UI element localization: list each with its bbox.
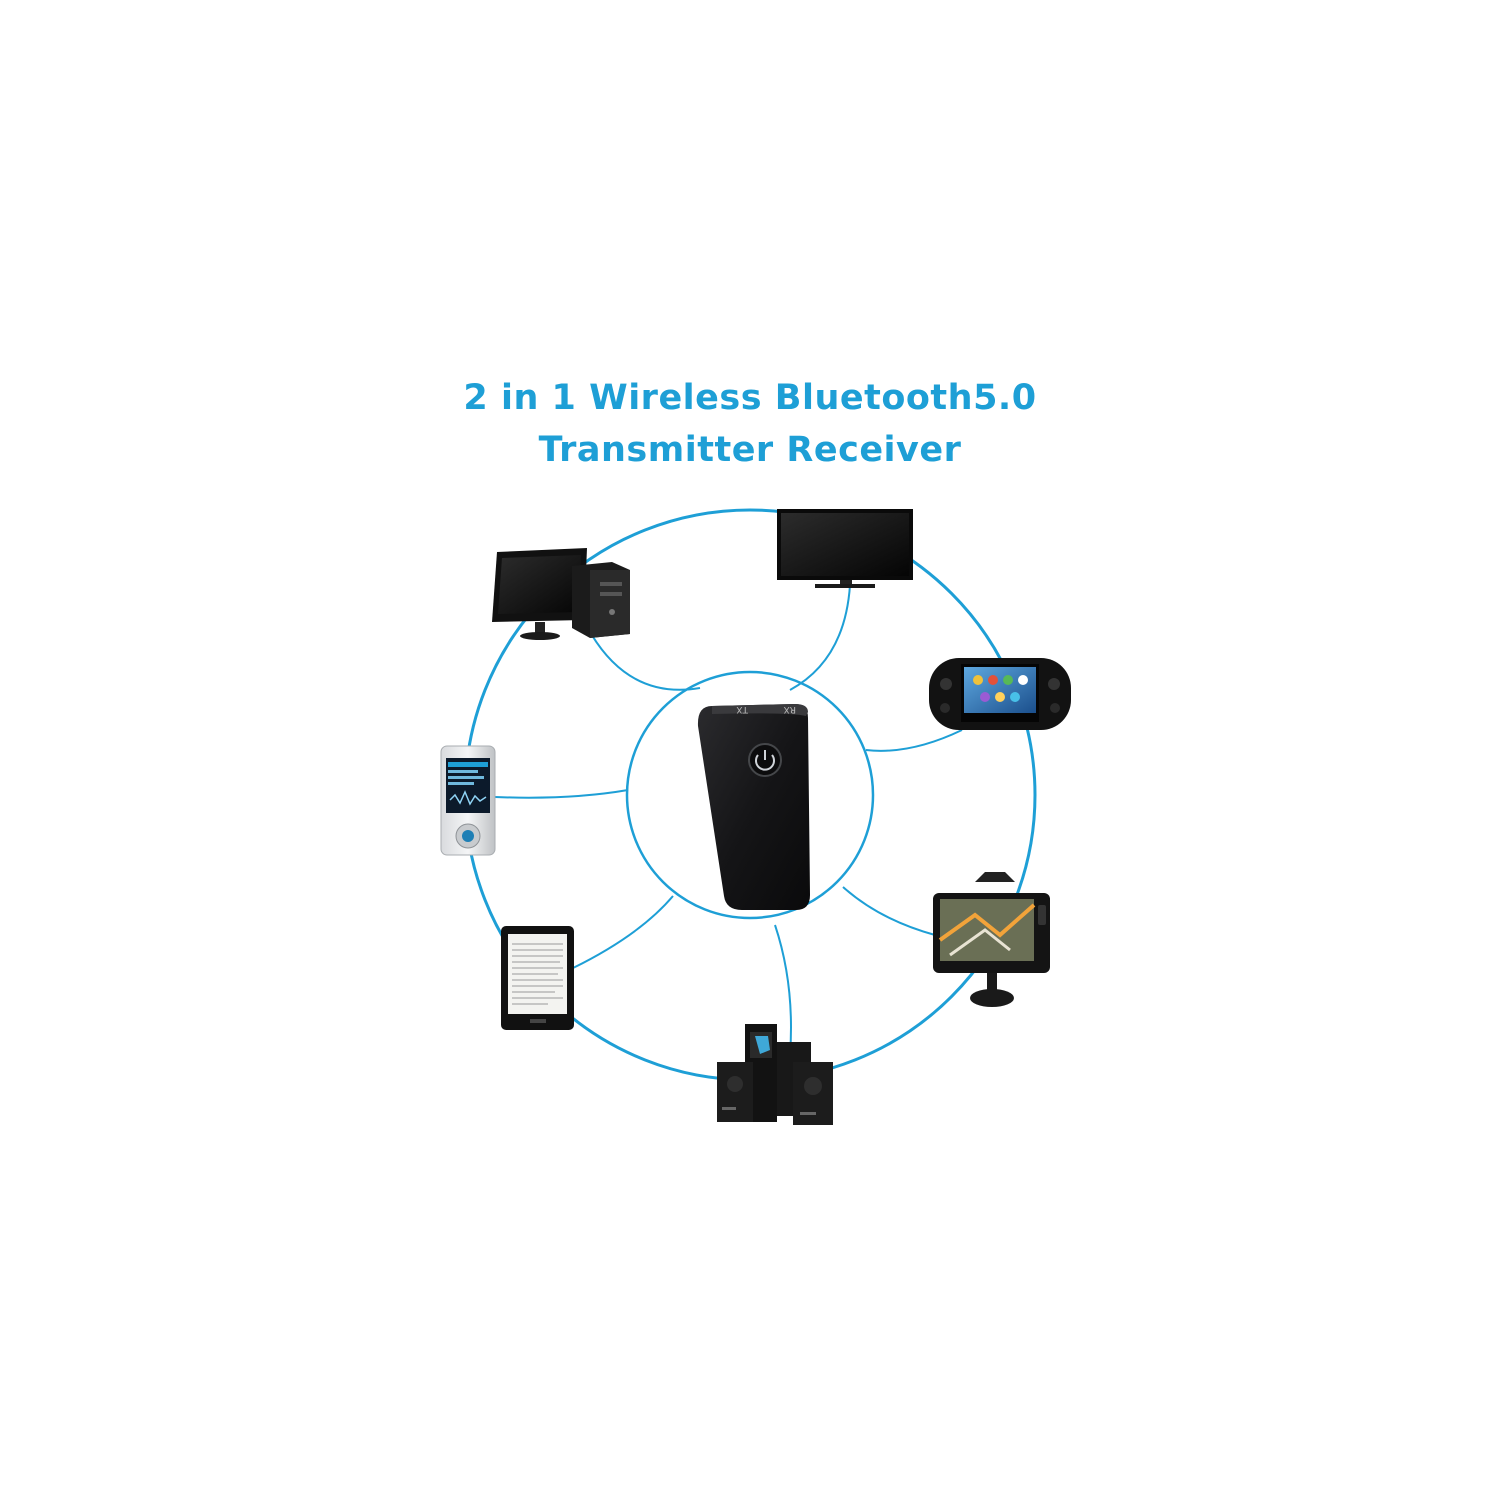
ereader-icon (501, 926, 574, 1030)
spoke-computer (589, 631, 701, 691)
tv-icon (777, 509, 913, 588)
spoke-tv (789, 584, 851, 691)
mp3-player-icon (440, 745, 496, 856)
tx-label: TX (736, 704, 749, 714)
inner-ring (625, 670, 875, 920)
title-line-2: Transmitter Receiver (538, 430, 962, 470)
spoke-speakers (774, 924, 792, 1056)
title-line-1: 2 in 1 Wireless Bluetooth5.0 (463, 378, 1037, 418)
spoke-gps (842, 886, 936, 936)
spokes (494, 584, 963, 1056)
handheld-console-icon (929, 658, 1071, 730)
spoke-ereader (572, 895, 674, 969)
rx-label: RX (784, 704, 796, 714)
bluetooth-transceiver: TX RX (697, 704, 810, 910)
desktop-computer-icon (492, 548, 630, 640)
gps-navigator-icon (933, 872, 1050, 1007)
spoke-console (865, 729, 963, 752)
power-button-icon[interactable] (748, 743, 782, 777)
spoke-mp3 (494, 789, 629, 799)
speaker-system-icon (717, 1024, 833, 1125)
